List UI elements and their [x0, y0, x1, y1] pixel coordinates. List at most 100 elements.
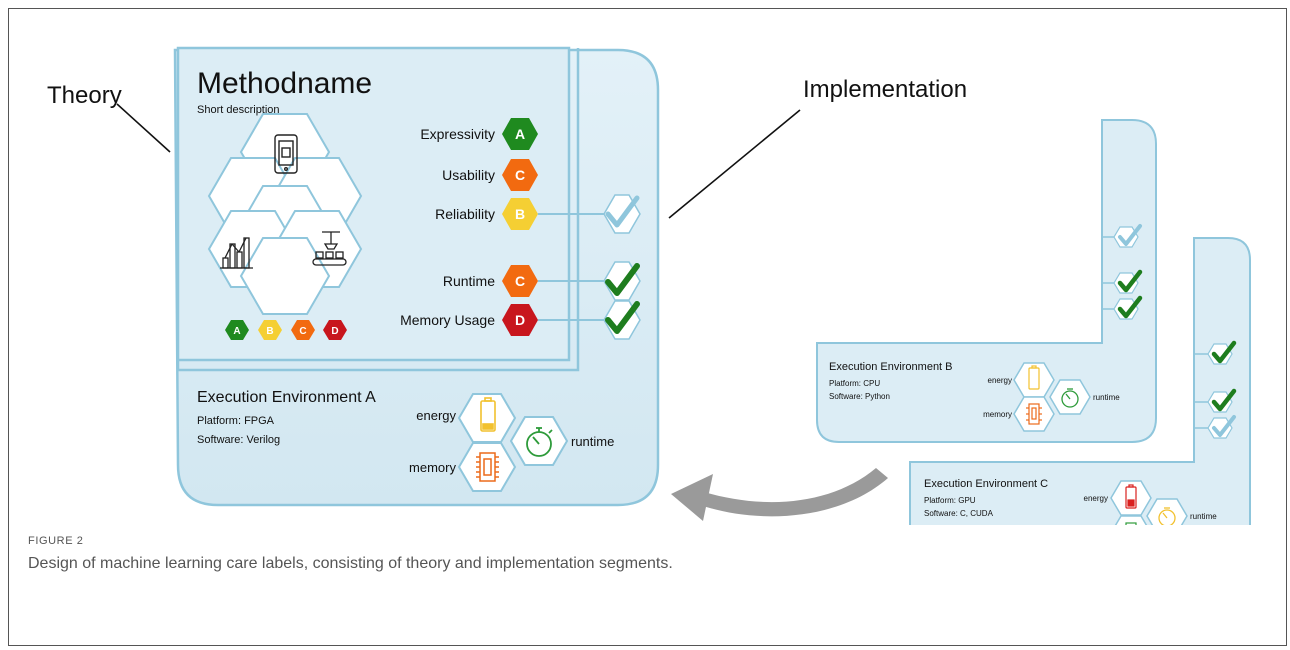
rating-label: Reliability: [435, 206, 495, 222]
runtime-hex-c: [1146, 498, 1188, 525]
rating-label: Expressivity: [420, 126, 495, 142]
env-b-software: Software: Python: [829, 392, 890, 401]
energy-label-a: energy: [416, 408, 456, 423]
memory-label-a: memory: [409, 460, 456, 475]
hex-outline: [1207, 417, 1233, 439]
grade-scale: A B C D: [225, 320, 347, 340]
check-icon-light: [605, 195, 640, 228]
check-c-3: [1194, 415, 1236, 439]
bar-chart-icon: [220, 237, 253, 269]
hex-outline: [1207, 391, 1233, 413]
grade-letter: C: [515, 167, 525, 183]
scale-badge: [291, 320, 315, 340]
grade-badge: [502, 304, 538, 336]
env-c-platform: Platform: GPU: [924, 496, 976, 505]
method-description: Short description: [197, 104, 280, 116]
smartphone-chip-icon: [274, 134, 298, 174]
rating-reliability: Reliability B: [435, 198, 538, 230]
scale-letter: A: [233, 326, 240, 337]
hex-outline: [1113, 226, 1139, 248]
env-c-software: Software: C, CUDA: [924, 509, 994, 518]
memory-hex-a: [457, 442, 517, 492]
scale-letter: D: [331, 326, 338, 337]
check-icon-light: [1212, 415, 1236, 437]
runtime-label-a: runtime: [571, 434, 614, 449]
memory-hex-c: [1114, 515, 1148, 525]
hex-empty-bottom: [239, 237, 331, 315]
theory-leader-line: [116, 103, 171, 153]
env-a-platform: Platform: FPGA: [197, 415, 275, 427]
energy-hex-c: [1110, 480, 1152, 516]
env-a-software: Software: Verilog: [197, 434, 280, 446]
rating-expressivity: Expressivity A: [420, 118, 538, 150]
memory-chip-icon: [476, 452, 499, 482]
memory-hex-b: [1013, 396, 1055, 432]
hex-outline: [1207, 343, 1233, 365]
theory-label: Theory: [47, 82, 122, 109]
grade-letter: B: [515, 206, 525, 222]
care-label-b: Execution Environment B Platform: CPU So…: [816, 119, 1157, 443]
care-label-a: Methodname Short description: [173, 46, 660, 507]
care-label-c: Execution Environment C Platform: GPU So…: [909, 237, 1251, 525]
check-hex-runtime: [603, 261, 641, 301]
check-hex-memory: [603, 300, 641, 340]
check-icon: [605, 301, 640, 334]
runtime-hex-a: [509, 416, 569, 466]
scale-badge: [225, 320, 249, 340]
env-c-title: Execution Environment C: [924, 478, 1048, 490]
rating-runtime: Runtime C: [443, 265, 538, 297]
check-icon: [1211, 340, 1237, 364]
scale-badge: [323, 320, 347, 340]
method-name: Methodname: [197, 67, 372, 100]
implementation-label: Implementation: [803, 76, 967, 103]
energy-label-b: energy: [988, 376, 1012, 385]
panel-divider: [176, 48, 580, 372]
grade-badge: [502, 118, 538, 150]
care-label-diagram: Theory Implementation Methodname Short d…: [47, 46, 1251, 525]
stopwatch-icon: [526, 427, 553, 457]
conveyor-robot-icon: [312, 231, 347, 266]
figure-caption: Design of machine learning care labels, …: [28, 555, 673, 572]
grade-badge: [502, 159, 538, 191]
check-b-3: [1102, 295, 1143, 320]
check-hex-reliability: [603, 194, 641, 234]
grade-letter: A: [515, 126, 525, 142]
figure-frame: [8, 8, 1287, 646]
check-icon: [1117, 269, 1143, 293]
check-c-1: [1194, 340, 1237, 365]
grade-badge: [502, 198, 538, 230]
energy-label-c: energy: [1084, 494, 1108, 503]
card-b-shape: [816, 119, 1157, 443]
stopwatch-icon: [1158, 507, 1176, 525]
env-b-title: Execution Environment B: [829, 361, 953, 373]
check-icon: [1211, 388, 1237, 412]
memory-label-b: memory: [983, 410, 1012, 419]
hex-outline: [1113, 298, 1139, 320]
runtime-hex-b: [1049, 379, 1091, 415]
scale-letter: C: [299, 326, 306, 337]
grade-letter: D: [515, 312, 525, 328]
rating-usability: Usability C: [442, 159, 538, 191]
runtime-label-b: runtime: [1093, 393, 1120, 402]
arrow-head: [671, 474, 713, 521]
battery-icon: [1028, 365, 1040, 390]
memory-chip-icon: [1125, 522, 1137, 525]
curved-arrow-icon: [671, 468, 888, 521]
figure-label: FIGURE 2: [28, 535, 84, 547]
check-b-2: [1102, 269, 1143, 294]
scale-badge: [258, 320, 282, 340]
check-icon: [605, 263, 640, 296]
grade-letter: C: [515, 273, 525, 289]
check-c-2: [1194, 388, 1237, 413]
rating-label: Runtime: [443, 273, 495, 289]
env-a-title: Execution Environment A: [197, 389, 376, 406]
battery-icon: [1125, 484, 1137, 509]
grade-badge: [502, 265, 538, 297]
arrow-body: [700, 468, 888, 517]
hex-outline: [1113, 272, 1139, 294]
implementation-leader-line: [668, 109, 801, 219]
rating-label: Usability: [442, 167, 495, 183]
env-b-platform: Platform: CPU: [829, 379, 880, 388]
card-c-shape: [909, 237, 1251, 525]
